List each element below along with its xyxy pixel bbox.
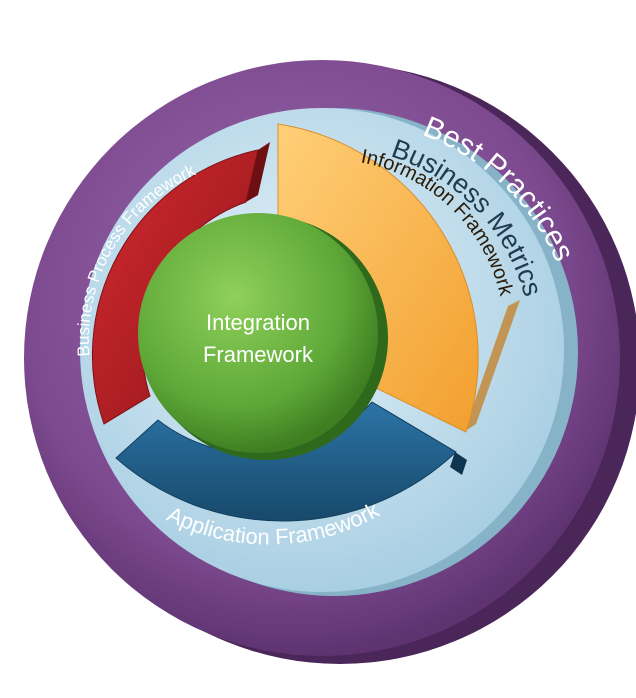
core-circle[interactable] [138,213,378,453]
process-segment-side [246,142,270,202]
core-label-line1: Integration [206,310,310,335]
core-label-line2: Framework [203,342,314,367]
information-segment-side [464,300,520,432]
application-segment-side [450,452,467,475]
